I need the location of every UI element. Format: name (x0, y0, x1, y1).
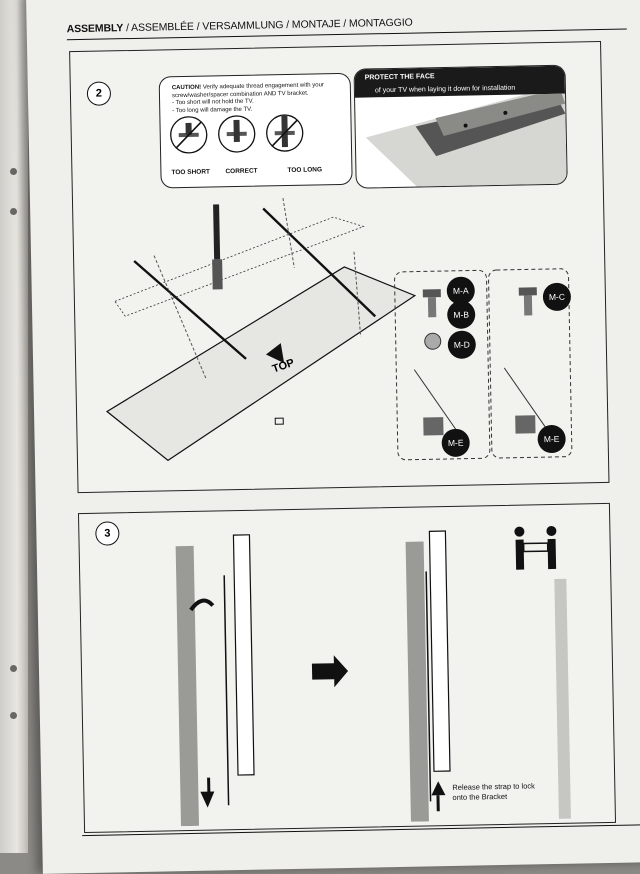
step-2-number: 2 (86, 81, 112, 106)
binder-spine (0, 0, 28, 853)
tv-left (232, 534, 255, 776)
tv-on-cushion-illustration (365, 93, 567, 187)
protect-face-banner: PROTECT THE FACE of your TV when laying … (354, 65, 566, 98)
page-header: ASSEMBLY / ASSEMBLÉE / VERSAMMLUNG / MON… (67, 17, 413, 36)
header-title-rest: / ASSEMBLÉE / VERSAMMLUNG / MONTAJE / MO… (123, 16, 413, 35)
down-arrow-icon (200, 791, 215, 808)
caution-heading: CAUTION! (171, 84, 202, 92)
binding-hole (10, 712, 17, 719)
header-title-bold: ASSEMBLY (66, 22, 124, 36)
binding-hole (10, 208, 17, 215)
instruction-page: ASSEMBLY / ASSEMBLÉE / VERSAMMLUNG / MON… (26, 0, 640, 874)
protect-face-box: PROTECT THE FACE of your TV when laying … (353, 64, 568, 189)
too-long-icon (266, 114, 304, 152)
step-3-panel: 3 Release the strap to lock (77, 502, 617, 834)
screw-engagement-icons (170, 114, 304, 154)
wall-left (175, 545, 200, 827)
two-people-lifting-icon (514, 526, 557, 570)
step-2-panel: 2 CAUTION! Verify adequate thread engage… (69, 40, 610, 494)
release-text-line-1: Release the strap to lock (452, 781, 535, 792)
correct-icon (218, 115, 256, 153)
binding-hole (10, 665, 17, 672)
protect-bold: PROTECT THE FACE (364, 73, 435, 82)
hang-tv-on-wall-diagram (175, 526, 571, 827)
up-arrow-icon (431, 781, 446, 796)
binding-hole (10, 168, 17, 175)
tv-bracket-assembly-diagram (105, 198, 417, 462)
curved-arrow-icon (189, 598, 215, 612)
top-arrow-icon (265, 343, 285, 364)
release-strap-text: Release the strap to lock onto the Brack… (452, 781, 535, 803)
screwdriver-icon (213, 204, 221, 260)
tv-bracket-arm (133, 260, 247, 360)
wall-right (405, 541, 429, 822)
hardware-callout-diagram (394, 268, 573, 461)
caution-box: CAUTION! Verify adequate thread engageme… (158, 72, 353, 189)
too-short-icon (170, 116, 208, 154)
tv-bracket-arm (262, 207, 377, 318)
release-text-line-2: onto the Bracket (452, 791, 508, 802)
next-step-arrow-icon (311, 655, 349, 688)
tv-right (428, 530, 451, 772)
